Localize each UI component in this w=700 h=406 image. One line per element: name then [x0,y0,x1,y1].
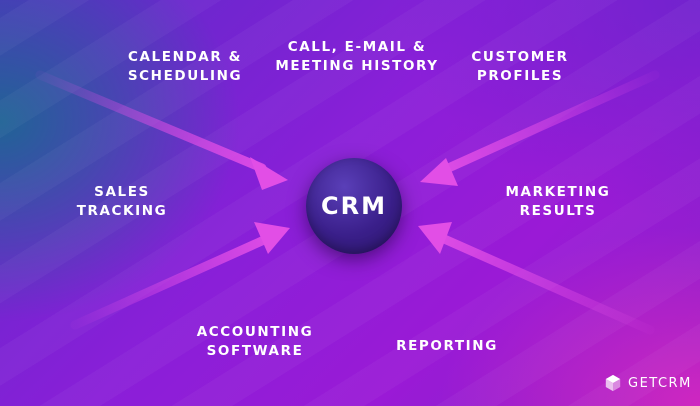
feature-line: CALENDAR & [127,49,243,65]
feature-line: MEETING HISTORY [275,58,439,74]
feature-line: SOFTWARE [206,343,304,359]
feature-line: SALES [94,184,150,200]
crm-hub: CRM [306,158,402,254]
arrow-lower-right [418,222,655,335]
feature-calendar-scheduling: CALENDAR & SCHEDULING [128,48,242,86]
feature-line: PROFILES [476,68,564,84]
feature-line: SCHEDULING [127,68,243,84]
arrow-upper-right [420,70,660,186]
feature-line: REPORTING [396,338,498,354]
feature-customer-profiles: CUSTOMER PROFILES [471,48,568,86]
feature-marketing-results: MARKETING RESULTS [506,183,611,221]
crm-hub-label: CRM [321,192,387,220]
feature-line: CUSTOMER [471,49,569,65]
feature-line: CALL, E-MAIL & [287,39,427,55]
arrow-upper-left [35,70,288,190]
feature-reporting: REPORTING [396,337,498,356]
brand-name: GETCRM [628,375,692,391]
feature-line: RESULTS [519,203,597,219]
cube-icon [605,374,621,392]
feature-line: MARKETING [505,184,611,200]
feature-call-email-meeting-history: CALL, E-MAIL & MEETING HISTORY [275,38,438,76]
brand-logo: GETCRM [604,374,692,392]
feature-line: TRACKING [76,203,168,219]
feature-line: ACCOUNTING [196,324,314,340]
feature-accounting-software: ACCOUNTING SOFTWARE [197,323,314,361]
feature-sales-tracking: SALES TRACKING [77,183,168,221]
arrow-lower-left [70,222,290,330]
